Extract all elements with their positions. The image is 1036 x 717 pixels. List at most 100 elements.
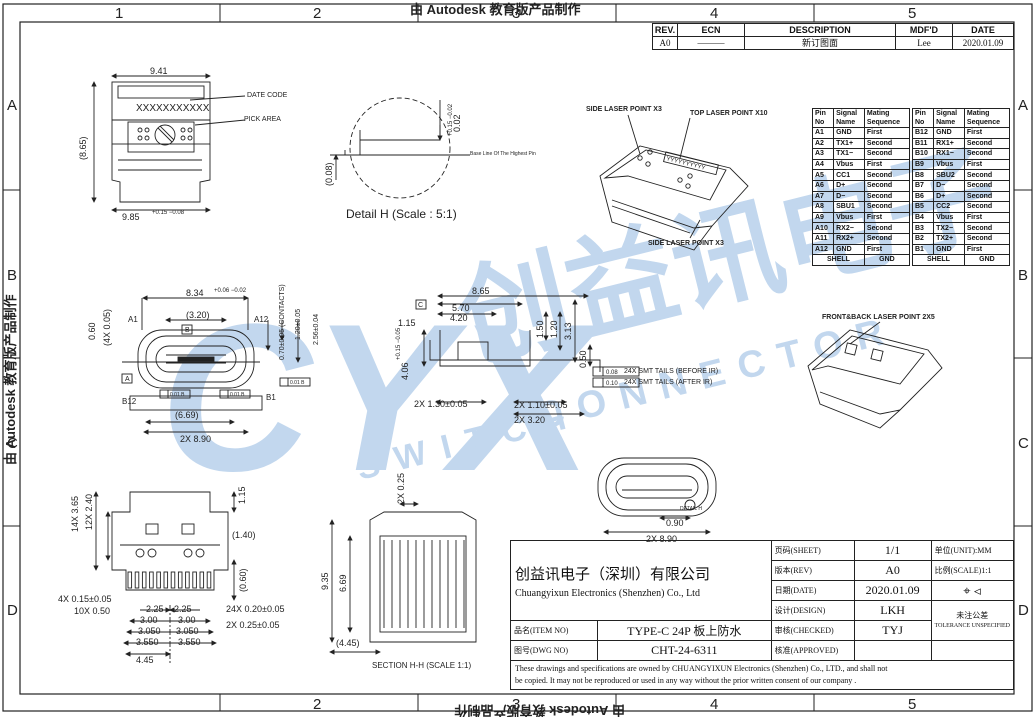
- date-label: 日期(DATE): [770, 580, 855, 601]
- dim-865: (8.65): [78, 136, 88, 160]
- dim-406-tol: +0.15 −0.05: [396, 327, 402, 360]
- front-small-view: [597, 457, 717, 535]
- blank-cell: [930, 640, 1015, 661]
- dim-225a: 2.25: [146, 604, 164, 614]
- pin-footer: GND: [863, 254, 911, 266]
- part-marking: XXXXXXXXXXX: [136, 103, 210, 114]
- sheet-value: 1/1: [853, 540, 932, 561]
- top-laser-note: TOP LASER POINT X10: [690, 110, 768, 117]
- dwg-label: 图号(DWG NO): [510, 640, 598, 661]
- top-view: [91, 73, 246, 213]
- dim-406: 4.06: [400, 362, 410, 380]
- dim-834: 8.34: [186, 288, 204, 298]
- dim-115: 1.15: [398, 318, 416, 328]
- dim-140: (1.40): [232, 530, 256, 540]
- company-name-en: Chuangyixun Electronics (Shenzhen) Co., …: [515, 587, 700, 599]
- dim-3550b: 3.550: [178, 637, 201, 647]
- pick-area-note: PICK AREA: [244, 116, 281, 123]
- ownership-notice: These drawings and specifications are ow…: [510, 660, 1014, 690]
- notice-line-2: be copied. It may not be reproduced or u…: [515, 676, 857, 685]
- dim-130: 2X 1.30±0.05: [414, 399, 467, 409]
- dim-320: (3.20): [186, 310, 210, 320]
- tolerance-cell: 未注公差 TOLERANCE UNSPECIFIED: [930, 600, 1015, 641]
- dim-side-320: 2X 3.20: [514, 415, 545, 425]
- col-label: 5: [908, 696, 916, 713]
- fcf-3: 0.01 B: [290, 380, 305, 386]
- col-label: 3: [512, 696, 520, 713]
- col-label: 4: [710, 5, 718, 22]
- smt-pad: [206, 571, 212, 589]
- rev-cell: 2020.01.09: [952, 36, 1014, 50]
- design-label: 设计(DESIGN): [770, 600, 855, 621]
- detail-h-view: [330, 97, 470, 199]
- rev-cell: ———: [677, 36, 745, 50]
- row-label: D: [1018, 602, 1029, 619]
- approved-value: [853, 640, 932, 661]
- section-hh-view: [329, 501, 477, 655]
- smt-pad: [149, 571, 154, 589]
- dim-300a: 3.00: [140, 615, 158, 625]
- title-block: 创益讯电子（深圳）有限公司 Chuangyixun Electronics (S…: [510, 540, 1015, 690]
- row-label: B: [1018, 267, 1028, 284]
- dim-256: 2.56±0.04: [313, 314, 320, 345]
- smt-pad: [134, 571, 140, 589]
- pin-a12-label: A12: [254, 315, 269, 324]
- dim-300b: 3.00: [178, 615, 196, 625]
- top-banner: 由 Autodesk 教育版产品制作: [410, 2, 580, 17]
- side-laser-note-2: SIDE LASER POINT X3: [648, 240, 724, 247]
- dim-002-tol: +0.15 −0.02: [448, 103, 454, 136]
- pin-b1-label: B1: [266, 393, 276, 402]
- smt-pad: [156, 571, 161, 589]
- bottom-banner: 由 Autodesk 教育版产品制作: [455, 703, 625, 717]
- tails-after-value: 0.10: [606, 381, 618, 387]
- notice-line-1: These drawings and specifications are ow…: [515, 664, 888, 673]
- dim-4x015: 4X 0.15±0.05: [58, 594, 111, 604]
- date-value: 2020.01.09: [853, 580, 932, 601]
- dim-side-120: 1.20: [549, 320, 559, 338]
- checked-value: TYJ: [853, 620, 932, 641]
- dim-2x025: 2X 0.25±0.05: [226, 620, 279, 630]
- smt-pad: [185, 571, 190, 589]
- tails-after-note: 24X SMT TAILS (AFTER IR): [624, 379, 712, 386]
- iso-view-bottom: [807, 321, 943, 429]
- smt-pad: [141, 571, 147, 589]
- dim-002: 0.02: [452, 114, 462, 132]
- pin-b12-label: B12: [122, 397, 137, 406]
- front-view: [121, 295, 311, 435]
- detail-h-title: Detail H (Scale : 5:1): [346, 207, 457, 221]
- projection-symbol-icon: ⌖ ⊲: [930, 580, 1015, 601]
- side-laser-note: SIDE LASER POINT X3: [586, 106, 662, 113]
- row-label: B: [7, 267, 17, 284]
- dim-090: 0.90: [666, 518, 684, 528]
- dim-935: 9.35: [320, 572, 330, 590]
- base-line-note: Base Line Of The Highest Pin: [470, 151, 536, 157]
- dim-570: 5.70: [452, 303, 470, 313]
- datum-a: A: [125, 376, 130, 383]
- fcf-1: 0.01 B: [170, 392, 185, 398]
- date-code-note: DATE CODE: [247, 92, 288, 99]
- dim-050: 0.50: [578, 350, 588, 368]
- dim-890: 2X 8.90: [180, 434, 211, 444]
- dim-313: 3.13: [563, 322, 573, 340]
- pin-a1-label: A1: [128, 315, 138, 324]
- dim-834-tol: +0.06 −0.02: [214, 288, 247, 294]
- dim-225b: 2.25: [174, 604, 192, 614]
- design-value: LKH: [853, 600, 932, 621]
- pin-footer: GND: [963, 254, 1011, 266]
- front-back-laser-note: FRONT&BACK LASER POINT 2X5: [822, 314, 935, 321]
- col-label: 2: [313, 5, 321, 22]
- smt-pad: [199, 571, 205, 589]
- rev-label: 版本(REV): [770, 560, 855, 581]
- dim-hh-025: 2X 0.25: [396, 473, 406, 504]
- dim-070: 0.70±0.05 (CONTACTS): [279, 284, 286, 360]
- dim-side-865: 8.65: [472, 286, 490, 296]
- col-label: 2: [313, 696, 321, 713]
- dim-3050a: 3.050: [138, 626, 161, 636]
- dim-fp-115: 1.15: [237, 486, 247, 504]
- dim-420: 4.20: [450, 313, 468, 323]
